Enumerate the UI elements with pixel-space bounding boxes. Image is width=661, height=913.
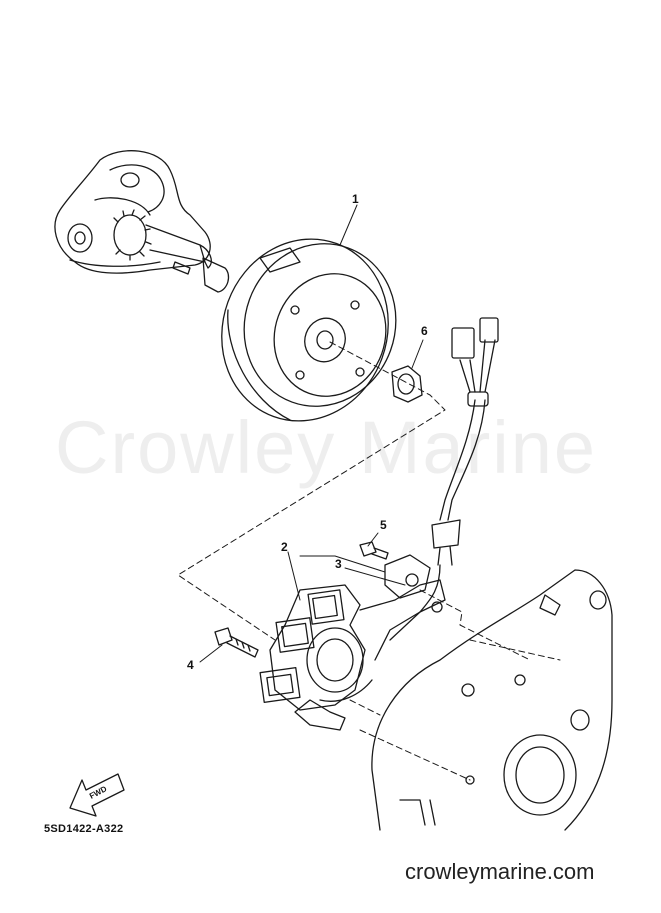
crankcase-cover [371, 569, 613, 831]
part-code: 5SD1422-A322 [44, 823, 124, 835]
flywheel-rotor [221, 238, 397, 422]
callout-4: 4 [187, 658, 194, 672]
callout-5: 5 [380, 518, 387, 532]
site-url[interactable]: crowleymarine.com [405, 859, 595, 884]
rotor-nut [391, 365, 423, 403]
callout-6: 6 [421, 324, 428, 338]
crank-gear-shaft [113, 209, 230, 293]
watermark: Crowley Marine [55, 406, 598, 489]
clamp-bolt [359, 541, 389, 560]
fwd-arrow-icon [69, 773, 125, 817]
assembly-dashed-lines [177, 341, 561, 781]
callout-2: 2 [281, 540, 288, 554]
leader-lines [199, 204, 424, 663]
callout-1: 1 [352, 192, 359, 206]
stator-screw [214, 627, 259, 658]
callout-3: 3 [335, 557, 342, 571]
stator-assembly [259, 554, 446, 731]
